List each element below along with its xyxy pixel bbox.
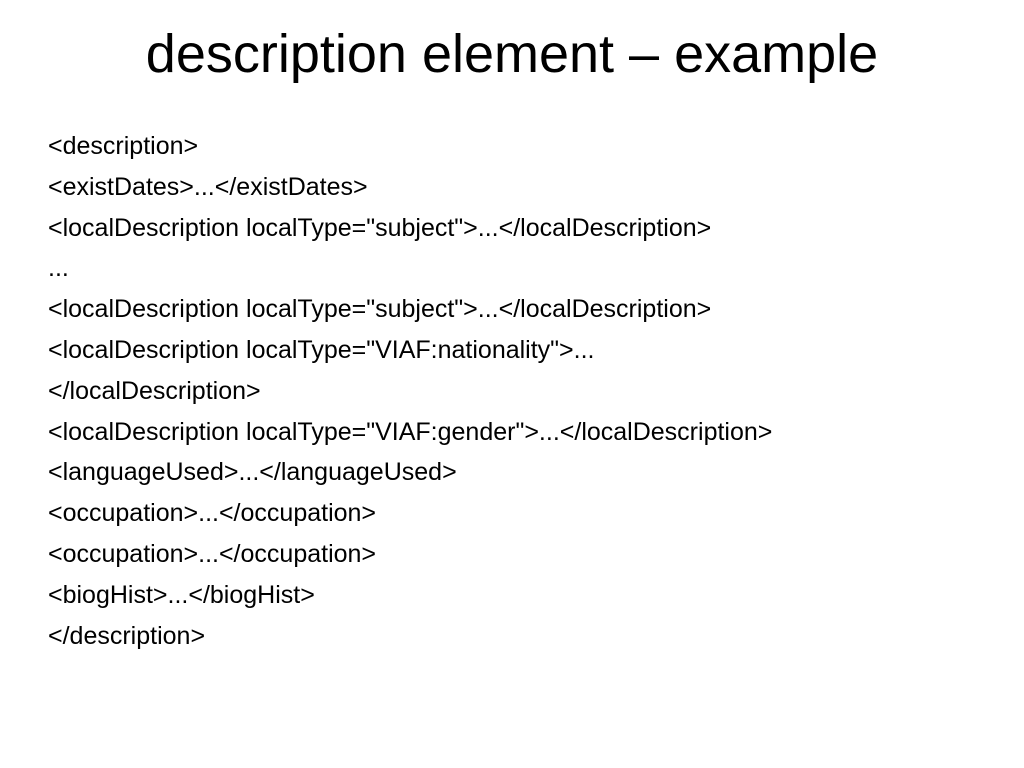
slide-title: description element – example: [145, 24, 879, 84]
xml-line: <occupation>...</occupation>: [48, 539, 377, 568]
xml-line: <biogHist>...</biogHist>: [48, 580, 315, 609]
xml-line: <localDescription localType="VIAF:nation…: [48, 335, 595, 364]
xml-line: </localDescription>: [48, 376, 261, 405]
xml-line: </description>: [48, 621, 206, 650]
xml-line: <localDescription localType="subject">..…: [48, 213, 712, 242]
xml-example-lines: <description> <existDates>...</existDate…: [48, 126, 998, 656]
xml-line: <existDates>...</existDates>: [48, 172, 368, 201]
xml-line: <localDescription localType="subject">..…: [48, 295, 712, 324]
xml-line: <occupation>...</occupation>: [48, 499, 377, 528]
xml-line: <description>: [48, 132, 199, 160]
xml-line: ...: [48, 254, 69, 283]
xml-line: <localDescription localType="VIAF:gender…: [48, 417, 773, 446]
xml-line: <languageUsed>...</languageUsed>: [48, 458, 457, 487]
